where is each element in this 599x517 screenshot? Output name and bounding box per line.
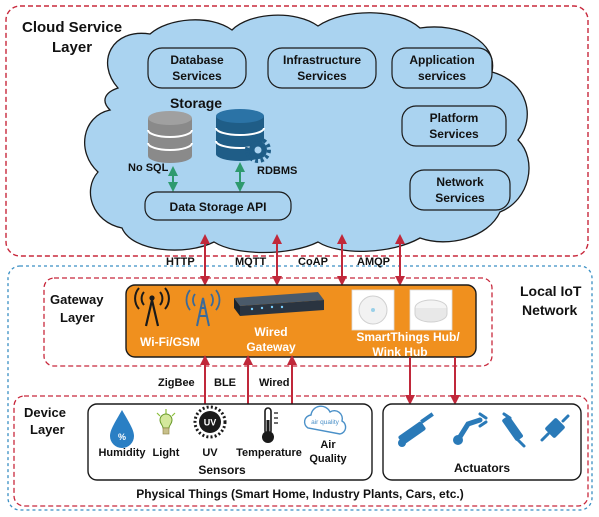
platform-services-line-2: Services [429, 127, 479, 141]
network-services-line-2: Services [435, 191, 485, 205]
gsm-tower-icon [185, 289, 221, 327]
rdbms-label: RDBMS [257, 165, 297, 177]
sensors-title: Sensors [198, 463, 246, 477]
application-services-line-1: Application [409, 53, 474, 67]
network-services-line-1: Network [436, 175, 484, 189]
piston-icon [540, 414, 570, 442]
amqp-label: AMQP [357, 256, 390, 268]
mqtt-label: MQTT [235, 256, 266, 268]
linear-actuator-icon [502, 412, 526, 448]
hydraulic-cylinder-icon [398, 412, 434, 447]
uv-glyph: UV [204, 418, 217, 428]
light-bulb-icon [156, 409, 176, 435]
sensors-box[interactable] [87, 403, 373, 481]
wifi-antenna-icon [134, 287, 170, 327]
gear-icon [245, 137, 271, 163]
coap-label: CoAP [298, 256, 328, 268]
infrastructure-services-line-2: Services [297, 69, 347, 83]
humidity-drop-icon: % [110, 410, 134, 448]
nosql-label: No SQL [128, 162, 169, 174]
wifi-gsm-label: Wi-Fi/GSM [140, 335, 200, 349]
database-services-line-2: Services [172, 69, 222, 83]
wired-link-label: Wired [259, 377, 289, 389]
cloud-layer-title-1: Cloud Service [22, 19, 122, 36]
smartthings-line-1: SmartThings Hub/ [356, 330, 460, 344]
ble-label: BLE [214, 377, 236, 389]
platform-services-box[interactable]: Platform Services [401, 105, 507, 147]
application-services-line-2: services [418, 69, 466, 83]
platform-services-line-1: Platform [430, 111, 479, 125]
local-iot-network-frame [7, 265, 593, 511]
http-label: HTTP [166, 256, 195, 268]
wired-gateway-line-2: Gateway [246, 340, 296, 354]
cloud-layer-frame [5, 5, 589, 257]
uv-sun-icon: UV [193, 405, 227, 439]
gateway-layer-title-1: Gateway [50, 292, 104, 307]
infrastructure-services-box[interactable]: Infrastructure Services [267, 47, 377, 89]
humidity-glyph: % [118, 432, 126, 442]
database-services-box[interactable]: Database Services [147, 47, 247, 89]
wink-hub-icon [409, 289, 453, 331]
air-quality-line-1: Air [320, 439, 336, 451]
smartthings-hub-icon [351, 289, 395, 331]
device-layer-title-1: Device [24, 405, 66, 420]
air-quality-cloud-icon: air quality [303, 405, 347, 435]
robotic-arm-icon [453, 412, 488, 445]
smartthings-line-2: Wink Hub [372, 345, 427, 359]
local-network-title-1: Local IoT [520, 283, 582, 299]
light-label: Light [153, 447, 180, 459]
infrastructure-services-line-1: Infrastructure [283, 53, 361, 67]
data-storage-api-box[interactable]: Data Storage API [144, 191, 292, 221]
humidity-label: Humidity [98, 447, 146, 459]
gateway-layer-frame [43, 277, 493, 367]
zigbee-label: ZigBee [158, 377, 195, 389]
air-quality-line-2: Quality [309, 453, 347, 465]
gateway-layer-title-2: Layer [60, 310, 95, 325]
data-storage-api-label: Data Storage API [170, 200, 267, 214]
wired-gateway-device-icon [234, 292, 324, 316]
device-layer-title-2: Layer [30, 422, 65, 437]
actuators-title: Actuators [454, 461, 510, 475]
local-network-title-2: Network [522, 302, 577, 318]
uv-label: UV [202, 447, 218, 459]
storage-title: Storage [170, 95, 222, 111]
nosql-database-icon [147, 111, 193, 163]
thermometer-icon [262, 407, 278, 443]
device-layer-frame [13, 395, 589, 507]
cloud-layer-title-2: Layer [52, 39, 92, 56]
physical-things-caption: Physical Things (Smart Home, Industry Pl… [136, 487, 463, 501]
application-services-box[interactable]: Application services [391, 47, 493, 89]
actuators-box[interactable] [382, 403, 582, 481]
air-quality-glyph: air quality [311, 419, 340, 426]
wired-gateway-line-1: Wired [254, 325, 287, 339]
database-services-line-1: Database [170, 53, 224, 67]
network-services-box[interactable]: Network Services [409, 169, 511, 211]
temperature-label: Temperature [236, 447, 302, 459]
